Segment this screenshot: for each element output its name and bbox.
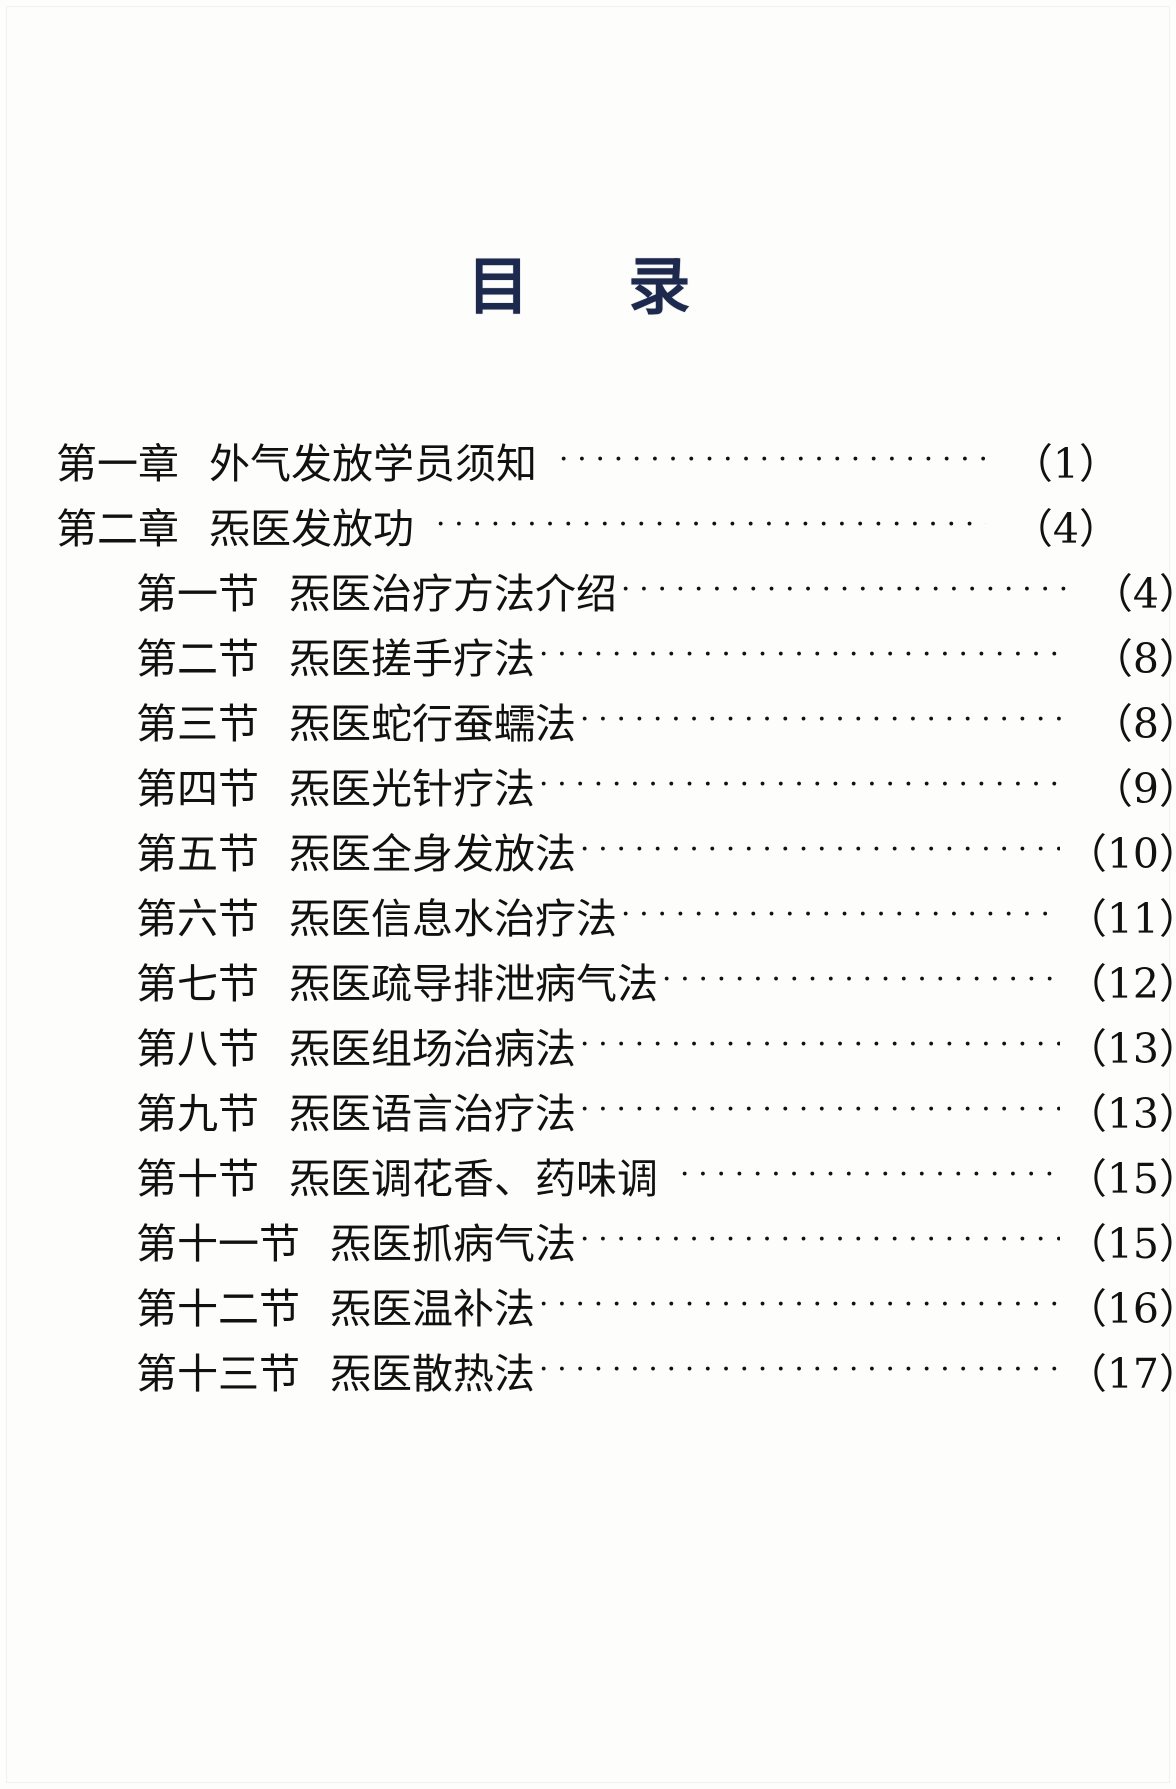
toc-dot-leader: ········································… [539,769,1066,800]
toc-entry[interactable]: 第十二节炁医温补法·······························… [56,1282,1176,1347]
toc-entry-number: 第十三节 [136,1350,300,1398]
toc-dot-leader: ········································… [580,834,1060,865]
toc-entry-number: 第二节 [136,635,259,683]
toc-entry-label: 炁医散热法 [330,1350,535,1398]
toc-entry[interactable]: 第八节炁医组场治病法······························… [56,1022,1176,1087]
page-title: 目 录 [467,250,709,323]
toc-dot-leader: ········································… [436,509,986,540]
toc-entry-page-number: （8） [1091,635,1176,683]
toc-entry-number: 第四节 [136,765,259,813]
toc-entry-label: 炁医语言治疗法 [289,1090,576,1138]
toc-dot-leader: ········································… [621,899,1060,930]
toc-dot-leader: ········································… [580,1094,1060,1125]
toc-dot-leader: ········································… [680,1159,1060,1190]
toc-entry-label: 炁医光针疗法 [289,765,535,813]
toc-entry-number: 第五节 [136,830,259,878]
toc-entry[interactable]: 第五节炁医全身发放法······························… [56,827,1176,892]
toc-entry-number: 第一节 [136,570,259,618]
toc-entry-number: 第九节 [136,1090,259,1138]
toc-entry-label: 炁医疏导排泄病气法 [289,960,658,1008]
toc-dot-leader: ········································… [559,444,986,475]
toc-entry-page-number: （9） [1091,765,1176,813]
toc-entry-label: 炁医搓手疗法 [289,635,535,683]
toc-entry-label: 炁医温补法 [330,1285,535,1333]
toc-entry[interactable]: 第二节炁医搓手疗法·······························… [56,632,1176,697]
toc-dot-leader: ········································… [539,1289,1060,1320]
toc-entry-number: 第七节 [136,960,259,1008]
toc-entry[interactable]: 第一节炁医治疗方法介绍·····························… [56,567,1176,632]
toc-entry-number: 第二章 [56,505,179,553]
toc-dot-leader: ········································… [539,1354,1060,1385]
toc-dot-leader: ········································… [580,1224,1060,1255]
toc-entry-number: 第三节 [136,700,259,748]
toc-dot-leader: ········································… [662,964,1060,995]
toc-entry-page-number: （4） [1091,570,1176,618]
toc-entry-label: 炁医抓病气法 [330,1220,576,1268]
toc-entry-label: 炁医蛇行蚕蠕法 [289,700,576,748]
toc-entry-page-number: （15） [1065,1220,1176,1268]
toc-entry-page-number: （1） [1011,440,1120,488]
toc-dot-leader: ········································… [580,704,1066,735]
toc-entry-page-number: （11） [1065,895,1176,943]
toc-entry-label: 炁医组场治病法 [289,1025,576,1073]
toc-entry-page-number: （13） [1065,1090,1176,1138]
toc-entry-number: 第十二节 [136,1285,300,1333]
toc-entry[interactable]: 第十一节炁医抓病气法······························… [56,1217,1176,1282]
toc-entry-number: 第一章 [56,440,179,488]
toc-entry[interactable]: 第十三节炁医散热法·······························… [56,1347,1176,1412]
toc-entry[interactable]: 第六节炁医信息水治疗法·····························… [56,892,1176,957]
toc-entry-label: 外气发放学员须知 [209,440,537,488]
toc-entry-number: 第十节 [136,1155,259,1203]
toc-dot-leader: ········································… [621,574,1066,605]
toc-entry-page-number: （13） [1065,1025,1176,1073]
toc-entry[interactable]: 第七节炁医疏导排泄病气法····························… [56,957,1176,1022]
toc-entry-number: 第八节 [136,1025,259,1073]
toc-entry-label: 炁医治疗方法介绍 [289,570,617,618]
toc-entry-label: 炁医调花香、药味调 [289,1155,658,1203]
toc-entry-page-number: （12） [1065,960,1176,1008]
toc-entry-number: 第十一节 [136,1220,300,1268]
toc-dot-leader: ········································… [580,1029,1060,1060]
toc-entry-label: 炁医信息水治疗法 [289,895,617,943]
toc-entry-number: 第六节 [136,895,259,943]
toc-entry-page-number: （15） [1065,1155,1176,1203]
toc-dot-leader: ········································… [539,639,1066,670]
toc-entry-label: 炁医发放功 [209,505,414,553]
toc-entry-page-number: （8） [1091,700,1176,748]
toc-entry-page-number: （16） [1065,1285,1176,1333]
toc-entry-page-number: （10） [1065,830,1176,878]
toc-entry[interactable]: 第三节炁医蛇行蚕蠕法······························… [56,697,1176,762]
toc-entry-page-number: （4） [1011,505,1120,553]
toc-entry-label: 炁医全身发放法 [289,830,576,878]
toc-entry[interactable]: 第九节炁医语言治疗法······························… [56,1087,1176,1152]
toc-entry-page-number: （17） [1065,1350,1176,1398]
toc-entry[interactable]: 第四节炁医光针疗法·······························… [56,762,1176,827]
